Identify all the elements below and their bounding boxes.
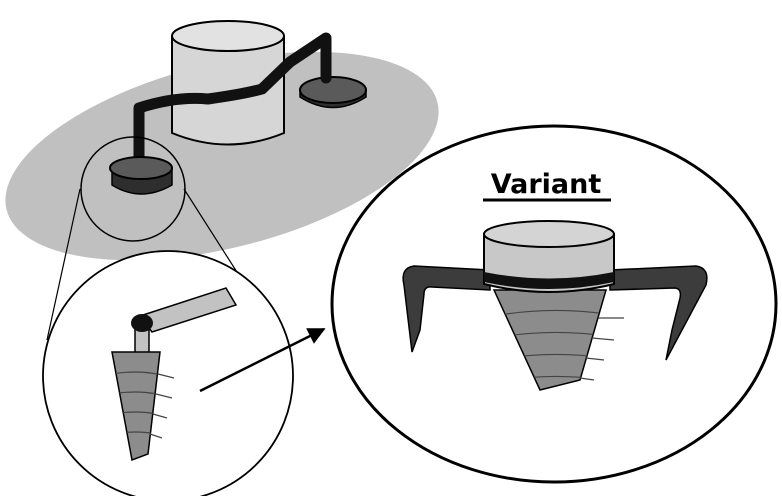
hook-leg-right (609, 265, 708, 361)
variant-collar (483, 220, 615, 293)
focus-circle (80, 136, 186, 242)
variant-label: Variant (491, 169, 602, 200)
screw-anchor (111, 351, 175, 462)
zoom-line-right (183, 188, 243, 281)
central-cylinder (171, 20, 285, 146)
base-pad-right (299, 76, 367, 109)
base-pad-left (109, 156, 173, 195)
pointer-arrow (199, 327, 326, 393)
zoom-line-left (46, 188, 81, 341)
collar-band (484, 272, 614, 289)
hook-leg-left (402, 265, 491, 353)
detail-circle (42, 250, 294, 496)
variant-circle: Variant (330, 124, 778, 484)
support-arm (133, 32, 332, 166)
